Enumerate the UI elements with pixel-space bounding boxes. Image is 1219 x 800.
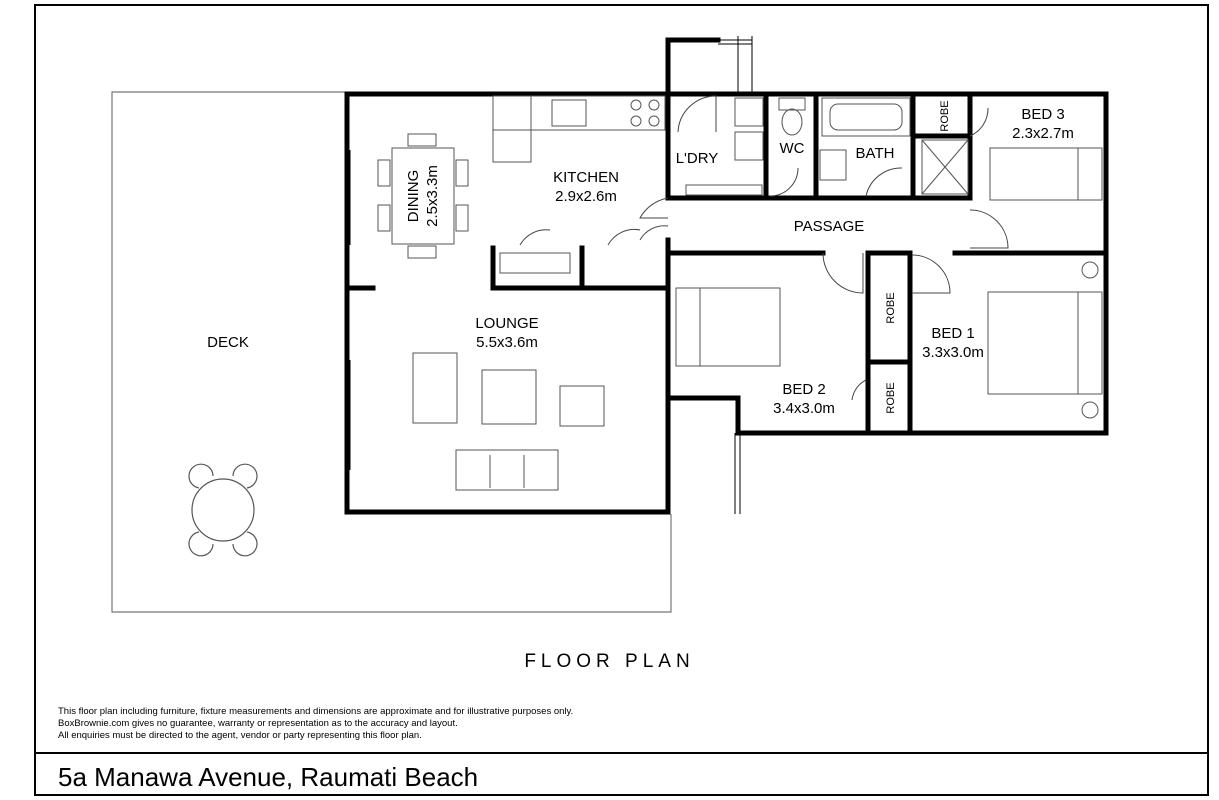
disclaimer-line-2: BoxBrownie.com gives no guarantee, warra… xyxy=(58,718,458,729)
deck-label: DECK xyxy=(207,334,249,351)
wc-label: WC xyxy=(780,140,805,157)
property-address: 5a Manawa Avenue, Raumati Beach xyxy=(58,762,479,792)
kitchen-label: KITCHEN xyxy=(553,169,619,186)
footer-divider xyxy=(34,752,1209,754)
kitchen-fixtures xyxy=(492,95,666,274)
bed3-size: 2.3x2.7m xyxy=(1012,125,1074,142)
lounge-label: LOUNGE xyxy=(475,315,538,332)
robe-label-bed2: ROBE xyxy=(885,382,897,413)
robe-label-bed3: ROBE xyxy=(939,100,951,131)
windows xyxy=(344,36,1080,515)
door-swings xyxy=(519,95,1009,401)
bath-label: BATH xyxy=(856,145,895,162)
house-walls xyxy=(344,37,1109,515)
furniture xyxy=(377,133,1103,491)
bed2-size: 3.4x3.0m xyxy=(773,400,835,417)
bed2-label: BED 2 xyxy=(782,381,825,398)
laundry-label: L'DRY xyxy=(676,150,719,167)
bed1-size: 3.3x3.0m xyxy=(922,344,984,361)
deck-outline xyxy=(111,91,672,613)
bed3-label: BED 3 xyxy=(1021,106,1064,123)
robe-label-bed1: ROBE xyxy=(885,292,897,323)
plan-title: FLOOR PLAN xyxy=(524,651,695,672)
lounge-size: 5.5x3.6m xyxy=(476,334,538,351)
dining-size: 2.5x3.3m xyxy=(424,165,441,227)
passage-label: PASSAGE xyxy=(794,218,865,235)
dining-label-group: DINING 2.5x3.3m xyxy=(405,165,441,227)
disclaimer: This floor plan including furniture, fix… xyxy=(58,706,573,742)
bed1-label: BED 1 xyxy=(931,325,974,342)
disclaimer-line-1: This floor plan including furniture, fix… xyxy=(58,706,574,717)
page-border xyxy=(34,4,1209,796)
disclaimer-line-3: All enquiries must be directed to the ag… xyxy=(58,730,422,741)
kitchen-size: 2.9x2.6m xyxy=(555,188,617,205)
deck-table-icon xyxy=(188,463,258,557)
wet-area-fixtures xyxy=(685,97,969,196)
dining-label: DINING xyxy=(405,170,422,223)
